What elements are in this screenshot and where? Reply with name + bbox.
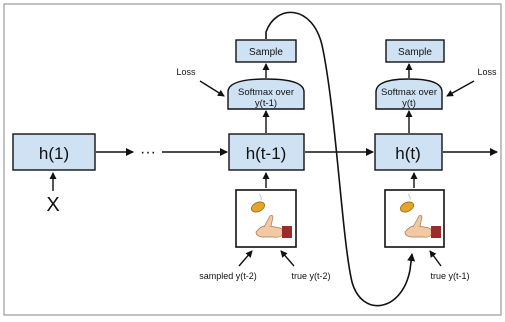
sample-feedback-loop-arrow xyxy=(265,11,416,307)
softmax-right-line1: Softmax over xyxy=(381,87,437,98)
true-left-arrow xyxy=(280,250,295,267)
sample-right-label: Sample xyxy=(398,47,432,58)
true-y-t-minus-2-label: true y(t-2) xyxy=(291,271,330,281)
softmax-right-node: Softmax over y(t) xyxy=(375,78,443,110)
loss-right-arrow xyxy=(446,80,475,97)
h-t-minus-1-label: h(t-1) xyxy=(246,144,287,163)
coin-flip-right-box xyxy=(384,189,445,248)
softmax-right-line2: y(t) xyxy=(402,98,416,109)
h1-node: h(1) xyxy=(12,133,96,171)
true-right-arrow xyxy=(429,250,442,267)
h-t-node: h(t) xyxy=(374,133,443,171)
true-y-t-minus-1-label: true y(t-1) xyxy=(430,271,469,281)
sample-left-node: Sample xyxy=(235,39,297,63)
outer-frame xyxy=(3,3,502,316)
sampled-left-arrow xyxy=(238,250,253,267)
h1-label: h(1) xyxy=(39,144,69,163)
sample-left-label: Sample xyxy=(249,47,283,58)
softmax-left-line1: Softmax over xyxy=(238,87,294,98)
coin-flip-icon xyxy=(399,193,441,238)
h-t-minus-1-node: h(t-1) xyxy=(228,133,305,171)
coin-flip-icon xyxy=(250,193,292,238)
ellipsis: ··· xyxy=(140,144,156,161)
coin-flip-left-box xyxy=(235,189,297,248)
loss-right-label: Loss xyxy=(477,67,497,77)
softmax-left-line2: y(t-1) xyxy=(255,98,277,109)
sampled-y-t-minus-2-label: sampled y(t-2) xyxy=(199,271,257,281)
h-t-label: h(t) xyxy=(395,144,421,163)
x-input-label: X xyxy=(46,194,59,216)
softmax-left-node: Softmax over y(t-1) xyxy=(227,78,305,110)
loss-left-arrow xyxy=(199,80,225,97)
loss-left-label: Loss xyxy=(176,67,196,77)
sample-right-node: Sample xyxy=(385,39,445,63)
